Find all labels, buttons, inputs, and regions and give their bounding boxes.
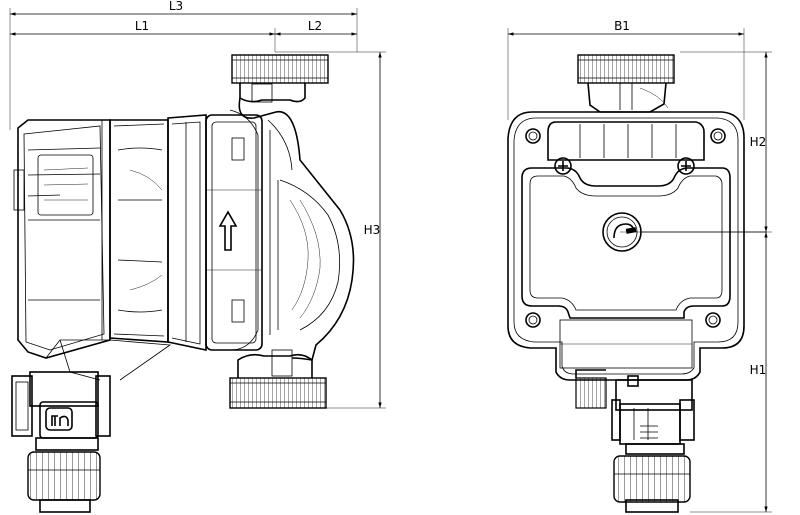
dimension-H3: H3 (275, 51, 386, 409)
lower-port (229, 349, 327, 409)
pump-volute (229, 97, 355, 361)
front-lower-port (575, 369, 607, 409)
side-view: L3 L1 L2 H3 (9, 0, 386, 513)
dimension-B1: B1 (507, 19, 745, 120)
cable-connector-side (11, 371, 111, 513)
dimension-label-H1: H1 (750, 363, 767, 377)
dimension-label-L2: L2 (308, 19, 322, 33)
speed-selector-knob-icon (602, 212, 766, 252)
motor-housing (109, 114, 207, 351)
flow-direction-arrow-icon (218, 210, 238, 251)
front-view: B1 H2 H1 (507, 19, 772, 513)
dimension-label-L3: L3 (169, 0, 183, 13)
mounting-holes (525, 128, 726, 328)
control-box (13, 119, 172, 381)
dimension-L1: L1 (10, 19, 276, 52)
front-upper-port (577, 54, 675, 113)
dimension-H2: H2 (680, 51, 772, 232)
flange-plate (205, 114, 263, 351)
cover-screws (554, 157, 695, 175)
front-housing (507, 111, 745, 381)
brand-logo-icon (45, 407, 73, 431)
dimension-label-L1: L1 (135, 19, 149, 33)
cable-connector-front (611, 375, 695, 513)
upper-port (231, 54, 329, 103)
dimension-L2: L2 (275, 19, 357, 36)
dimension-label-B1: B1 (614, 19, 630, 33)
dimension-label-H3: H3 (364, 223, 381, 237)
dimension-label-H2: H2 (750, 135, 767, 149)
dimension-L3: L3 (9, 0, 358, 130)
